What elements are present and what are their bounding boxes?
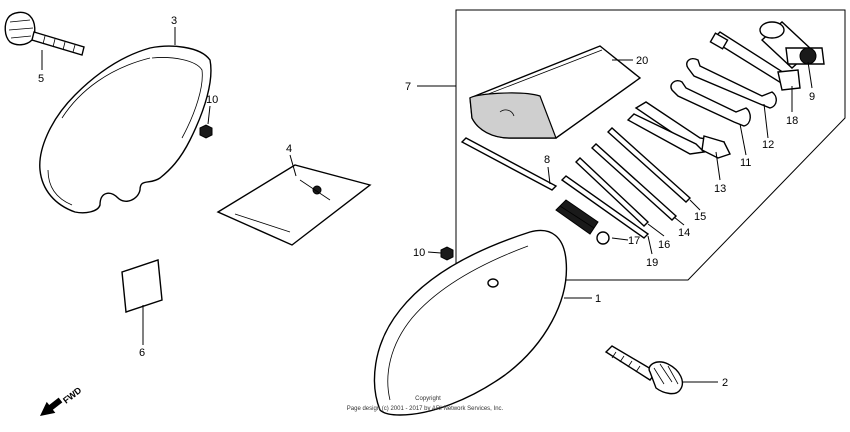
callout-15: 15 — [694, 211, 706, 223]
part-17-screwdriver-handle[interactable] — [555, 199, 610, 245]
part-6-pad[interactable] — [121, 259, 163, 313]
callout-11: 11 — [740, 157, 751, 169]
tool-kit-frame — [455, 9, 846, 281]
callout-17: 17 — [628, 235, 640, 247]
callout-9: 9 — [809, 91, 815, 103]
part-18-socket-wrench[interactable] — [709, 31, 801, 91]
part-16-screwdriver[interactable] — [574, 157, 650, 227]
fwd-arrow-icon — [40, 397, 63, 416]
callout-14: 14 — [678, 227, 690, 239]
callout-5: 5 — [38, 73, 44, 85]
part-19-handle-extension[interactable] — [560, 175, 650, 239]
part-4-caution-label[interactable] — [216, 164, 372, 246]
callout-8: 8 — [544, 154, 550, 166]
callout-4: 4 — [286, 143, 292, 155]
part-11-wrench[interactable] — [670, 80, 751, 127]
callout-16: 16 — [658, 239, 670, 251]
leader-lines — [41, 27, 813, 383]
copyright-footer: Copyright Page design (c) 2001 - 2017 by… — [347, 396, 504, 412]
callout-10-upper: 10 — [206, 94, 218, 106]
callout-20: 20 — [636, 55, 648, 67]
copyright-line-1: Copyright — [415, 396, 441, 402]
callout-6: 6 — [139, 347, 145, 359]
callout-18: 18 — [786, 115, 798, 127]
copyright-line-2: Page design (c) 2001 - 2017 by ARI Netwo… — [347, 406, 504, 412]
callout-1: 1 — [595, 293, 601, 305]
callout-12: 12 — [762, 139, 774, 151]
part-2-knob-bolt[interactable] — [604, 345, 684, 395]
callout-2: 2 — [722, 377, 728, 389]
fwd-label: FWD — [61, 385, 84, 406]
part-1-right-side-cover[interactable] — [373, 229, 568, 416]
callout-13: 13 — [714, 183, 726, 195]
part-10-nut-upper[interactable] — [199, 124, 213, 139]
callout-3: 3 — [171, 15, 177, 27]
part-12-wrench[interactable] — [686, 58, 777, 109]
part-5-knob-screw[interactable] — [4, 11, 85, 56]
callout-19: 19 — [646, 257, 658, 269]
part-3-left-side-cover[interactable] — [39, 45, 212, 214]
part-14-screwdriver[interactable] — [590, 143, 678, 221]
part-9-box-wrench[interactable] — [759, 21, 825, 69]
part-13-pliers[interactable] — [626, 101, 731, 159]
fwd-marker: FWD — [40, 385, 84, 416]
callout-7: 7 — [405, 81, 411, 93]
callout-10-lower: 10 — [413, 247, 425, 259]
part-15-screwdriver[interactable] — [606, 127, 692, 203]
part-8-extension-bar[interactable] — [460, 137, 558, 191]
callouts: 1 2 3 4 5 6 7 8 9 10 10 11 12 13 14 15 1… — [38, 15, 815, 389]
part-20-tool-bag[interactable] — [469, 45, 642, 139]
part-10-nut-lower[interactable] — [440, 246, 454, 261]
